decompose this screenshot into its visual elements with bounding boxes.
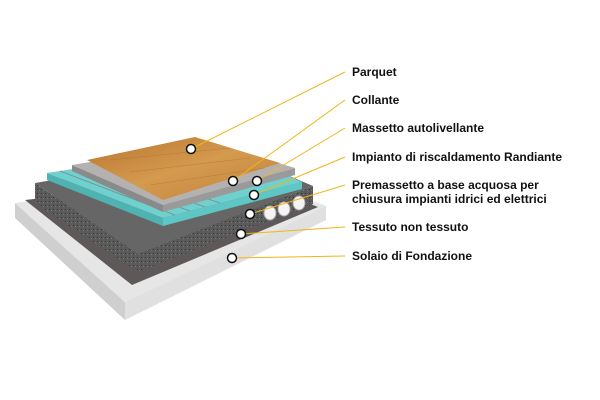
label-massetto: Massetto autolivellante	[352, 121, 485, 135]
marker-massetto[interactable]	[251, 175, 263, 187]
marker-tessuto[interactable]	[235, 228, 247, 240]
parquet-layer	[87, 137, 280, 200]
label-collante: Collante	[352, 93, 400, 107]
label-tessuto: Tessuto non tessuto	[352, 220, 469, 234]
label-parquet: Parquet	[352, 65, 397, 79]
marker-collante[interactable]	[227, 175, 239, 187]
label-solaio: Solaio di Fondazione	[352, 249, 472, 263]
marker-solaio[interactable]	[226, 252, 238, 264]
marker-parquet[interactable]	[185, 143, 197, 155]
label-impianto: Impianto di riscaldamento Randiante	[352, 150, 563, 164]
leader-lines	[190, 71, 346, 259]
pipes	[263, 195, 306, 221]
label-premassetto-line2: chiusura impianti idrici ed elettrici	[352, 192, 547, 206]
marker-impianto[interactable]	[248, 189, 260, 201]
marker-premassetto[interactable]	[244, 208, 256, 220]
label-premassetto-line1: Premassetto a base acquosa per	[352, 178, 539, 192]
